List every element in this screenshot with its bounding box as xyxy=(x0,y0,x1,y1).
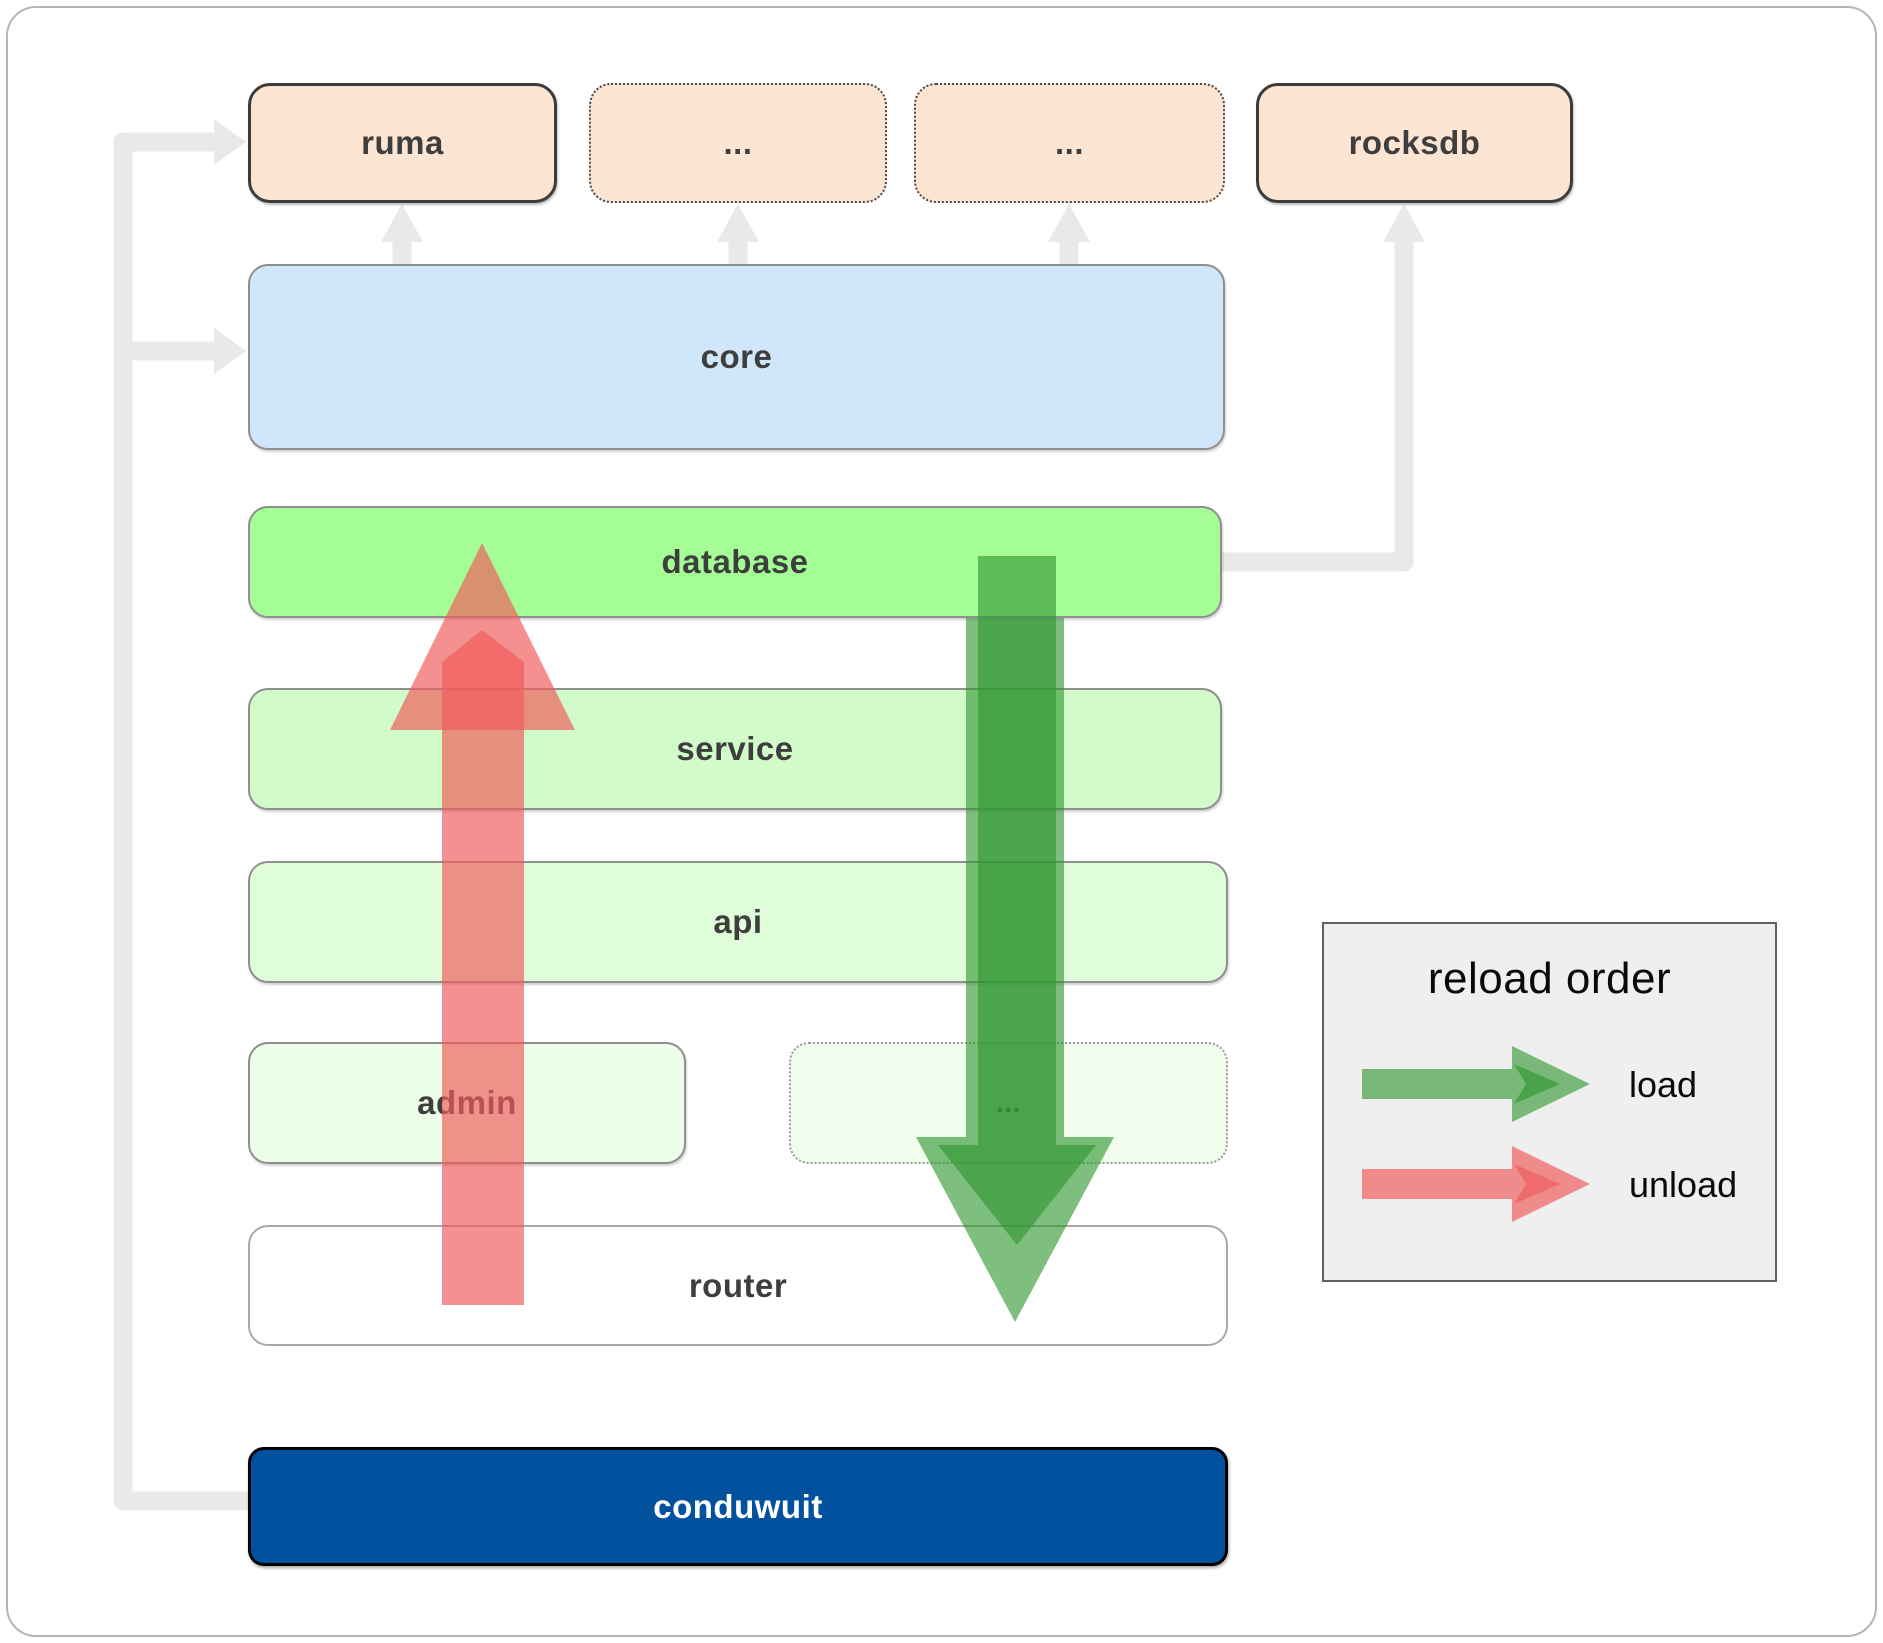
diagram-outer-frame xyxy=(6,6,1877,1637)
box-database-label: database xyxy=(661,543,809,580)
box-conduwuit: conduwuit xyxy=(248,1447,1228,1566)
box-ruma: ruma xyxy=(248,83,557,203)
box-ellipsis-3-label: ... xyxy=(996,1087,1021,1118)
box-conduwuit-label: conduwuit xyxy=(653,1487,823,1525)
load-arrow-icon xyxy=(1362,1046,1590,1122)
box-api: api xyxy=(248,861,1228,983)
box-core: core xyxy=(248,264,1225,450)
box-router-label: router xyxy=(688,1266,788,1304)
box-rocksdb-label: rocksdb xyxy=(1348,124,1481,161)
box-ellipsis-2-label: ... xyxy=(1054,124,1084,161)
box-ellipsis-1-label: ... xyxy=(723,124,753,161)
box-rocksdb: rocksdb xyxy=(1256,83,1573,203)
box-service-label: service xyxy=(676,730,794,767)
box-ruma-label: ruma xyxy=(361,124,444,161)
box-admin-label: admin xyxy=(417,1084,517,1121)
legend-label-unload: unload xyxy=(1629,1164,1738,1205)
box-admin: admin xyxy=(248,1042,686,1164)
box-api-label: api xyxy=(713,903,763,940)
box-router: router xyxy=(248,1225,1228,1346)
box-service: service xyxy=(248,688,1222,810)
legend: reload order load unload xyxy=(1322,922,1777,1282)
box-database: database xyxy=(248,506,1222,618)
legend-title: reload order xyxy=(1427,954,1672,1003)
box-ellipsis-3: ... xyxy=(789,1042,1228,1164)
box-ellipsis-1: ... xyxy=(589,83,887,203)
box-core-label: core xyxy=(700,338,773,375)
legend-label-load: load xyxy=(1629,1064,1698,1105)
unload-arrow-icon xyxy=(1362,1146,1590,1222)
box-ellipsis-2: ... xyxy=(914,83,1225,203)
